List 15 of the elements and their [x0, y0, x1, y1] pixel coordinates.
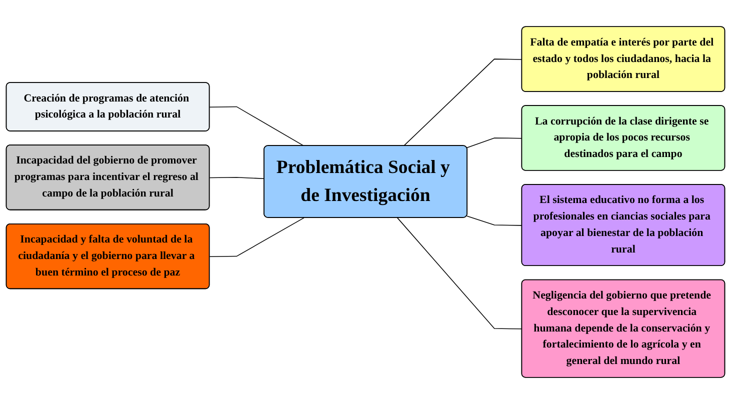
connector-line	[209, 177, 265, 180]
connector-line	[466, 138, 522, 148]
connector-line	[403, 58, 522, 146]
topic-box: La corrupción de la clase dirigente se apropia de los pocos recursos destinados para el campo	[521, 105, 726, 171]
connector-line	[209, 106, 304, 146]
topic-box: Incapacidad del gobierno de promover programas para incentivar el regreso al campo de la población rural	[6, 144, 210, 210]
topic-box: Falta de empatía e interés por parte del estado y todos los ciudadanos, hacia la población rural	[521, 26, 726, 92]
topic-box: Incapacidad y falta de voluntad de la ciudadanía y el gobierno para llevar a buen término el proceso de paz	[6, 223, 210, 290]
topic-box: Negligencia del gobierno que pretende desconocer que la supervivencia humana depende de la conservación y fortalecimiento de lo agrícola y en general del mundo rural	[521, 279, 726, 378]
connector-line	[209, 217, 304, 258]
topic-box: Creación de programas de atención psicológica a la población rural	[6, 82, 210, 132]
central-topic-box: Problemática Social y de Investigación	[264, 145, 468, 218]
connector-line	[466, 216, 522, 226]
connector-line	[397, 217, 522, 330]
topic-box: El sistema educativo no forma a los profesionales en ciancias sociales para apoyar al bienestar de la población rural	[521, 184, 726, 266]
